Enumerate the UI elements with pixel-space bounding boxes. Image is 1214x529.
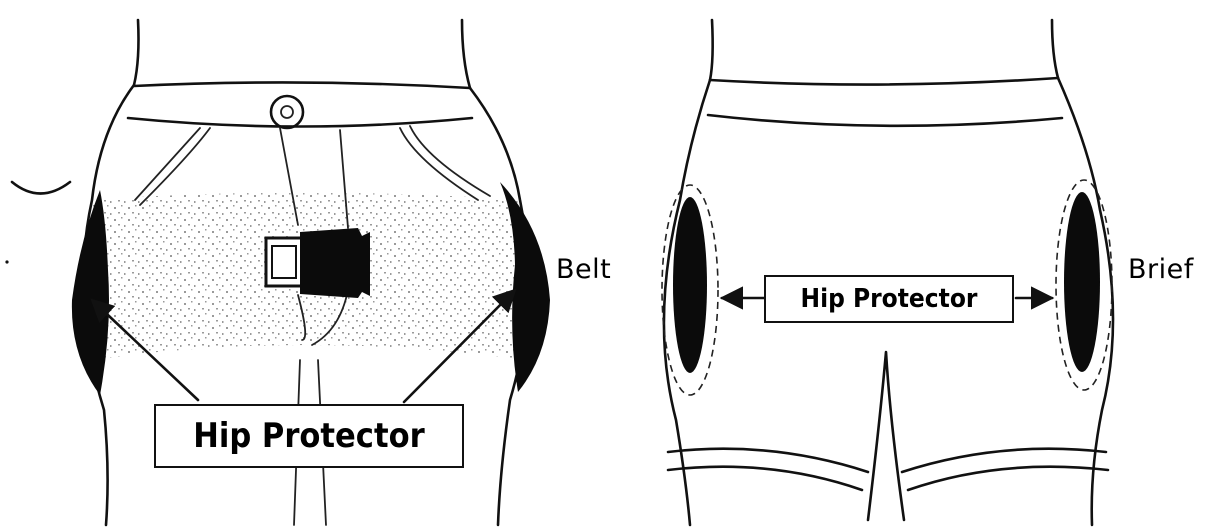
brief-center-seam [868, 352, 904, 520]
left-torso-line [134, 20, 139, 85]
left-hip-pad [72, 190, 109, 395]
waist-button [271, 96, 303, 128]
brief-waistband-bottom [708, 115, 1062, 126]
right-hip-protector-label: Hip Protector [764, 275, 1014, 323]
brief-hem-right-2 [908, 467, 1108, 490]
brief-left-torso-line [710, 20, 713, 80]
left-hip-protector-label: Hip Protector [154, 404, 464, 468]
left-hip-protector-text: Hip Protector [193, 416, 424, 456]
brief-right-torso-line [1052, 20, 1058, 78]
right-torso-line [462, 20, 470, 88]
right-pocket-line-2 [410, 126, 490, 196]
brief-label: Brief [1128, 254, 1194, 285]
crescent-mark [12, 182, 70, 194]
right-hip-protector-text: Hip Protector [801, 284, 978, 314]
right-pocket-line-1 [400, 128, 478, 200]
waistband-top [134, 82, 470, 88]
dot-mark [5, 260, 8, 263]
belt-buckle [266, 228, 370, 298]
brief-left-pad [673, 197, 707, 373]
brief-figure [662, 20, 1113, 525]
brief-hem-left-2 [668, 467, 862, 490]
belt-label: Belt [556, 254, 611, 285]
left-pocket-line-2 [135, 128, 200, 200]
brief-waistband-top [710, 78, 1058, 85]
brief-right-pad [1064, 192, 1100, 372]
waist-button-inner [281, 106, 293, 118]
left-pocket-line-1 [140, 128, 210, 205]
